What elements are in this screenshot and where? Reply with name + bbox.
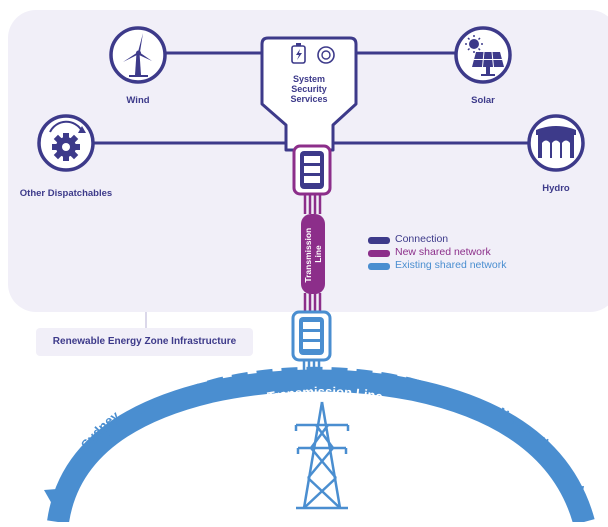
transmission-line-vertical xyxy=(301,214,325,294)
power-button-icon xyxy=(317,46,335,64)
connector-box-lower xyxy=(291,310,332,362)
transmission-line-vertical-label: Transmission Line xyxy=(303,225,323,282)
sss-label-line1: System xyxy=(292,74,326,84)
arrow-right xyxy=(560,486,584,518)
other-dispatchables-node xyxy=(37,114,95,172)
sss-label-line2: Security xyxy=(291,84,327,94)
legend-connection-label: Connection xyxy=(395,233,449,245)
battery-icon xyxy=(291,43,306,64)
hydro-node xyxy=(527,114,585,172)
arrow-left xyxy=(44,488,70,518)
solar-node xyxy=(454,26,512,84)
hydro-label: Hydro xyxy=(542,183,570,194)
zone-label: Renewable Energy Zone Infrastructure xyxy=(52,336,237,347)
legend-swatch-connection xyxy=(368,237,390,244)
hydro-dam-icon xyxy=(536,126,576,158)
existing-network-arc xyxy=(47,369,595,526)
wind-turbine-icon xyxy=(123,33,152,77)
connector-box-upper xyxy=(292,144,332,196)
other-dispatchables-label: Other Dispatchables xyxy=(19,188,113,199)
solar-label: Solar xyxy=(471,95,495,106)
sss-funnel xyxy=(260,36,358,152)
zone-label-box: Renewable Energy Zone Infrastructure xyxy=(36,328,253,356)
existing-network-arc-dashed xyxy=(57,366,581,506)
legend-swatch-existing xyxy=(368,263,390,270)
legend-existing-label: Existing shared network xyxy=(395,259,507,271)
legend-swatch-new xyxy=(368,250,390,257)
wind-label: Wind xyxy=(126,95,150,106)
sss-label: System Security Services xyxy=(279,74,339,104)
sss-label-line3: Services xyxy=(290,94,328,104)
solar-panel-icon xyxy=(465,35,504,76)
pylon-icon xyxy=(294,401,350,510)
connector-pins-upper xyxy=(303,194,322,312)
wind-node xyxy=(109,26,167,84)
gear-icon xyxy=(49,120,86,161)
legend-new-label: New shared network xyxy=(395,246,491,258)
